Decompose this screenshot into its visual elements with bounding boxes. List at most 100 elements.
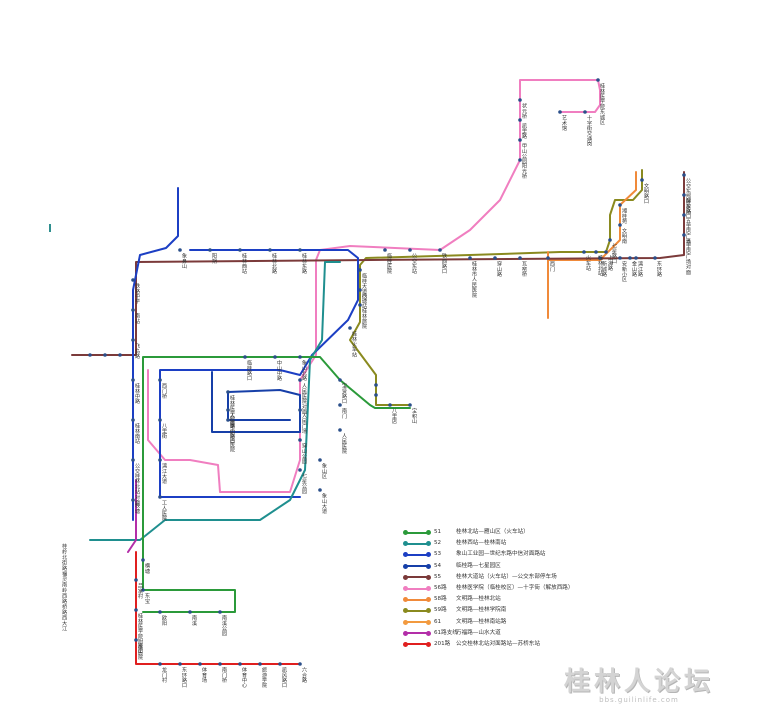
stop-marker bbox=[582, 250, 586, 254]
legend-route-desc: 临桂路—七星园区 bbox=[456, 562, 501, 569]
stop-marker bbox=[118, 353, 122, 357]
stop-label: 七星路口 bbox=[611, 242, 617, 266]
route-58-path bbox=[547, 171, 637, 319]
stop-label-char: 南 bbox=[62, 581, 67, 589]
stop-marker bbox=[518, 138, 522, 142]
legend-row: 61路支线万福路—山水大道 bbox=[403, 628, 579, 639]
stop-marker bbox=[618, 203, 622, 207]
stop-label: 桂林火车站 bbox=[351, 330, 357, 359]
stop-marker bbox=[468, 256, 472, 260]
stop-marker bbox=[618, 256, 622, 260]
stop-marker bbox=[408, 403, 412, 407]
stop-label: 工人医院 bbox=[161, 500, 167, 523]
stop-marker bbox=[226, 408, 230, 412]
stop-label-char: 街 bbox=[62, 559, 67, 567]
stop-marker bbox=[198, 662, 202, 666]
stop-marker bbox=[158, 378, 162, 382]
legend-route-desc: 桂林西站—桂林南站 bbox=[456, 540, 507, 547]
stop-marker bbox=[178, 248, 182, 252]
stop-label-char: 江 bbox=[62, 626, 67, 633]
stop-label: 桂林市人民医院 bbox=[471, 260, 477, 299]
legend-route-code: 55 bbox=[434, 573, 442, 580]
stop-label: 体育场 bbox=[201, 666, 207, 684]
watermark: 桂林人论坛 bbs.guilinlife.com bbox=[564, 661, 714, 704]
stop-marker bbox=[158, 610, 162, 614]
stop-label-char: 路 bbox=[62, 608, 68, 616]
stop-label-char: 岭 bbox=[62, 548, 67, 556]
legend-swatch bbox=[403, 530, 431, 536]
stop-marker bbox=[583, 110, 587, 114]
stop-label: 桂林医学院东城区 bbox=[599, 82, 605, 125]
legend-route-desc: 象山工业园—世纪东路中信对面路站 bbox=[456, 551, 546, 558]
legend-swatch bbox=[403, 574, 431, 580]
stop-label: 瓦窑桥 bbox=[521, 261, 527, 278]
stop-marker bbox=[278, 662, 282, 666]
stop-labels: 桂林医学院东城区状元桥凯里路甲山公园阳光桥艺术馆十字街交通岗文明路口湘桂苑文明南… bbox=[62, 82, 691, 690]
stop-marker bbox=[268, 248, 272, 252]
stop-label: 南站 bbox=[134, 312, 140, 325]
stop-label: 人民路 bbox=[229, 413, 235, 430]
stop-label: 欧阳 bbox=[161, 614, 167, 627]
route-55-path bbox=[71, 171, 685, 356]
stop-marker bbox=[298, 378, 302, 382]
stop-label: 文明南 bbox=[621, 227, 627, 244]
stop-label: 阳朔 bbox=[211, 252, 217, 265]
stop-label: 旅游学院 bbox=[261, 666, 267, 690]
stop-marker bbox=[388, 403, 392, 407]
stop-marker bbox=[338, 428, 342, 432]
stop-marker bbox=[682, 233, 686, 237]
stop-label: 秧塘站 bbox=[361, 292, 367, 310]
stop-marker bbox=[218, 662, 222, 666]
stop-label: 桂林旅院 bbox=[361, 307, 367, 331]
stop-label: 金山路 bbox=[631, 260, 637, 278]
stop-label-char: 灵 bbox=[62, 576, 67, 583]
stray-mark bbox=[49, 224, 51, 232]
stop-label: 公交东部停车场 bbox=[685, 178, 691, 216]
stop-label: 漓江路 bbox=[637, 260, 643, 278]
stop-label: 七星公园 bbox=[301, 472, 307, 496]
legend-row: 58路文明路—桂林北站 bbox=[403, 594, 579, 605]
stop-marker bbox=[682, 173, 686, 177]
stop-label: 五里店广场 bbox=[685, 218, 691, 246]
stop-label: 东环路口 bbox=[181, 666, 187, 690]
stop-label: 十字街交通岗 bbox=[586, 114, 592, 147]
stop-label: 象山大道 bbox=[321, 492, 327, 516]
stop-marker bbox=[298, 355, 302, 359]
legend-route-code: 59路 bbox=[434, 607, 447, 614]
stop-marker bbox=[131, 418, 135, 422]
stop-label: 西门 bbox=[549, 261, 555, 273]
stop-marker bbox=[604, 250, 608, 254]
stop-marker bbox=[634, 256, 638, 260]
legend-route-code: 54 bbox=[434, 562, 442, 569]
stop-label: 桂林中路 bbox=[134, 382, 140, 406]
route-51-path bbox=[142, 356, 411, 613]
watermark-logo: 桂林人论坛 bbox=[564, 667, 715, 697]
stop-marker bbox=[594, 250, 598, 254]
stop-marker bbox=[338, 378, 342, 382]
stop-marker bbox=[131, 498, 135, 502]
stop-label: 文明路口 bbox=[643, 182, 649, 206]
stop-marker bbox=[134, 608, 138, 612]
stop-marker bbox=[208, 248, 212, 252]
stop-label: 桂林西站 bbox=[241, 252, 247, 276]
stop-label: 公交东站 bbox=[411, 253, 417, 275]
legend-swatch bbox=[403, 563, 431, 569]
stop-marker bbox=[546, 256, 550, 260]
route-61b-path bbox=[127, 479, 137, 553]
stop-marker bbox=[493, 256, 497, 260]
stop-label: 甲山路口 bbox=[229, 423, 235, 446]
stop-label: 五里店广场对面 bbox=[685, 238, 691, 276]
stop-label: 东宝 bbox=[144, 592, 150, 604]
stop-label: 穿山路 bbox=[496, 260, 502, 278]
stop-label: 东环路 bbox=[656, 260, 662, 278]
stop-marker bbox=[178, 662, 182, 666]
stop-label: 安新小区 bbox=[621, 260, 627, 283]
stop-label-char: 西 bbox=[62, 615, 67, 622]
stop-label: 上海路 bbox=[607, 254, 613, 272]
stop-label: 六合路 bbox=[301, 666, 307, 684]
